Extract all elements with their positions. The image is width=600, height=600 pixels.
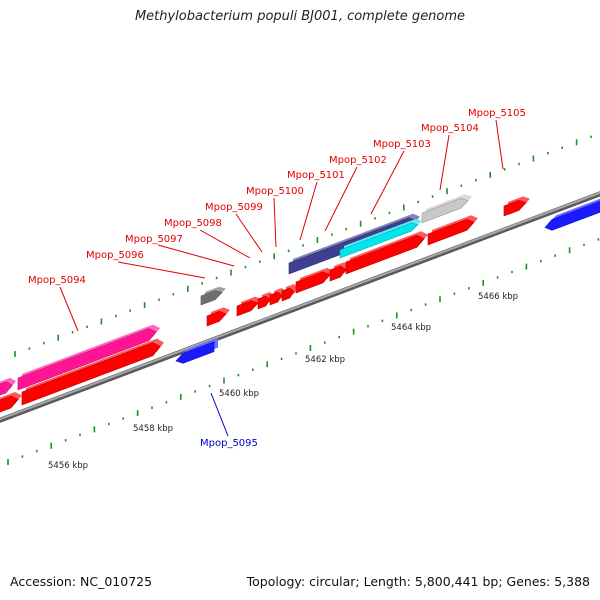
kbp-label-group: 5456 kbp 5458 kbp 5460 kbp 5462 kbp 5464… <box>48 292 518 471</box>
scale-ticks <box>7 135 600 465</box>
gene-label-mpop-5100: Mpop_5100 <box>246 186 304 197</box>
leader-5105 <box>495 119 504 170</box>
gene-block-lower-4 <box>236 296 262 317</box>
gene-block-blue-2 <box>544 198 600 231</box>
gene-block-gray-light <box>421 194 472 224</box>
gene-block-gray-dark <box>200 286 226 306</box>
gene-label-mpop-5096: Mpop_5096 <box>86 250 144 261</box>
gene-label-mpop-5103: Mpop_5103 <box>373 139 431 150</box>
gene-label-mpop-5101: Mpop_5101 <box>287 170 345 181</box>
gene-features <box>0 194 600 413</box>
gene-block-lower-11 <box>427 215 478 246</box>
gene-block-lower-12 <box>503 196 530 217</box>
genome-backbone <box>0 191 600 423</box>
gene-label-mpop-5094: Mpop_5094 <box>28 275 86 286</box>
kbp-label-5462: 5462 kbp <box>305 355 345 365</box>
leader-5094 <box>59 286 79 332</box>
gene-block-lower-7 <box>281 284 298 302</box>
kbp-label-5466: 5466 kbp <box>478 292 518 302</box>
kbp-label-5456: 5456 kbp <box>48 461 88 471</box>
gene-block-lower-1 <box>0 391 22 413</box>
gene-label-mpop-5104: Mpop_5104 <box>421 123 479 134</box>
gene-block-lower-3 <box>206 307 230 327</box>
gene-label-group: Mpop_5094 Mpop_5095 Mpop_5096 Mpop_5097 … <box>28 108 526 449</box>
leader-5101 <box>299 181 318 241</box>
leader-5095 <box>210 392 229 437</box>
kbp-label-5464: 5464 kbp <box>391 323 431 333</box>
topology-label: Topology: circular; Length: 5,800,441 bp… <box>246 574 590 589</box>
map-title: Methylobacterium populi BJ001, complete … <box>134 9 466 24</box>
kbp-label-5458: 5458 kbp <box>133 424 173 434</box>
gene-label-mpop-5105: Mpop_5105 <box>468 108 526 119</box>
gene-block-pink-2 <box>17 324 160 391</box>
leader-5100 <box>273 197 277 248</box>
gene-label-mpop-5098: Mpop_5098 <box>164 218 222 229</box>
leader-5099 <box>235 213 263 253</box>
gene-block-pink-1 <box>0 377 16 396</box>
kbp-label-5460: 5460 kbp <box>219 389 259 399</box>
leader-5103 <box>370 150 405 215</box>
gene-block-lower-10 <box>345 231 428 275</box>
leader-5104 <box>439 134 450 191</box>
leader-5096 <box>117 261 206 279</box>
leader-5097 <box>157 244 235 267</box>
label-leaders <box>59 119 504 437</box>
gene-block-lower-8 <box>295 267 334 294</box>
leader-5102 <box>324 166 358 232</box>
leader-5098 <box>199 229 251 259</box>
gene-block-blue-1 <box>175 337 218 364</box>
gene-label-mpop-5095: Mpop_5095 <box>200 438 258 449</box>
gene-block-cyan <box>339 219 422 259</box>
gene-label-mpop-5102: Mpop_5102 <box>329 155 387 166</box>
gene-label-mpop-5097: Mpop_5097 <box>125 234 183 245</box>
gene-block-lower-2 <box>21 338 164 406</box>
gene-label-mpop-5099: Mpop_5099 <box>205 202 263 213</box>
accession-label: Accession: NC_010725 <box>10 574 153 589</box>
